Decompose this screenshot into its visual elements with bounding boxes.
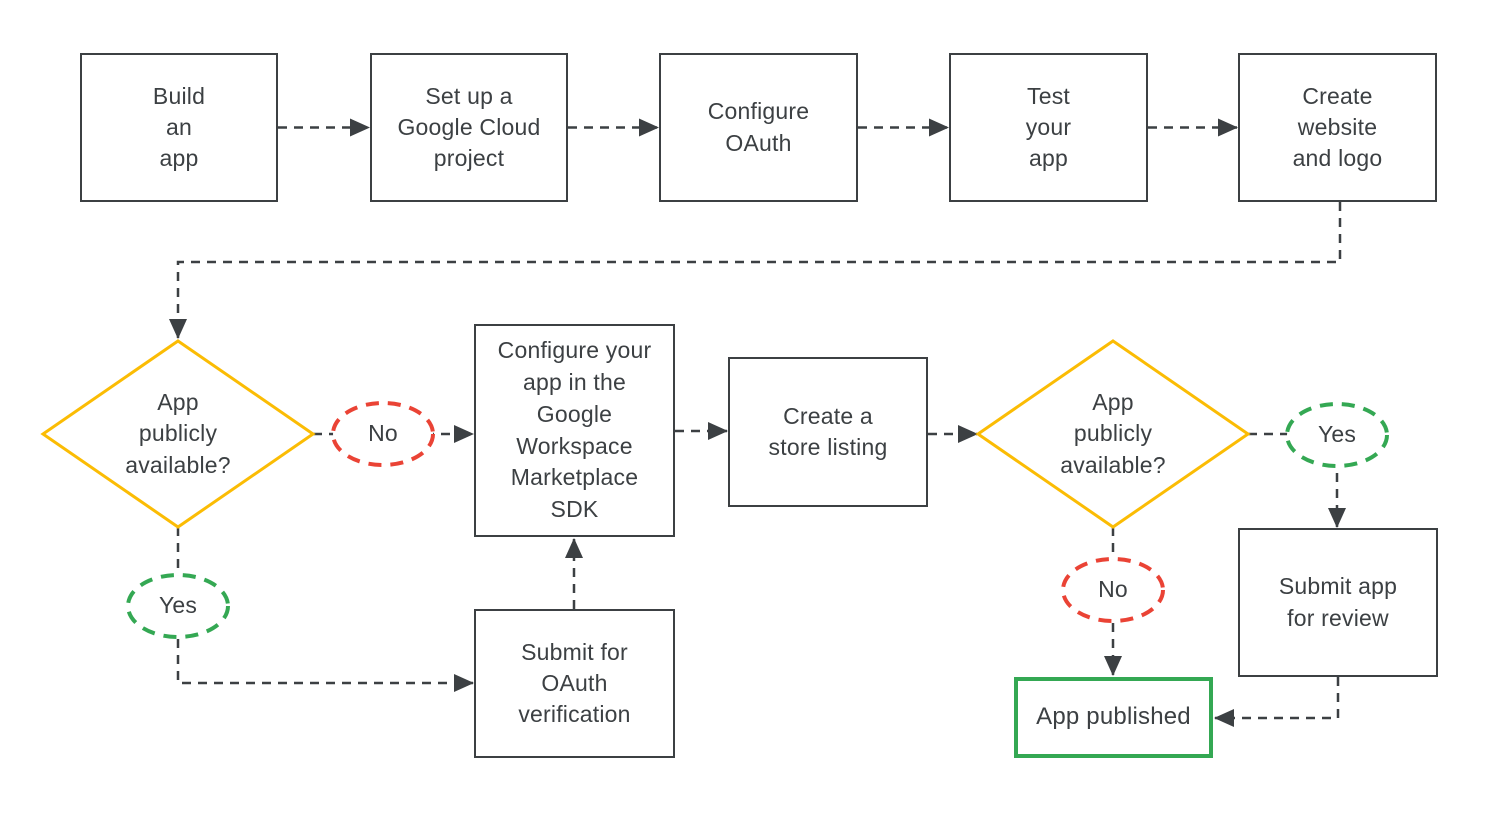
node-create-a-store-listing: Create a store listing (728, 357, 928, 507)
node-configure-app-in-marketplace-sdk: Configure your app in the Google Workspa… (474, 324, 675, 537)
connector-website-to-decision1 (169, 202, 1342, 339)
node-build-an-app: Build an app (80, 53, 278, 202)
node-configure-oauth: Configure OAuth (659, 53, 858, 202)
decision-diamond-app-publicly-available-1 (40, 339, 316, 529)
node-test-your-app: Test your app (949, 53, 1148, 202)
yes-oval-1 (126, 573, 230, 639)
no-oval-2 (1061, 557, 1165, 623)
decision-diamond-app-publicly-available-2 (975, 339, 1251, 529)
yes-oval-2 (1285, 402, 1389, 468)
connector-review-to-published (1214, 677, 1340, 727)
node-set-up-google-cloud-project: Set up a Google Cloud project (370, 53, 568, 202)
node-create-website-and-logo: Create website and logo (1238, 53, 1437, 202)
node-submit-app-for-review: Submit app for review (1238, 528, 1438, 677)
node-app-published: App published (1014, 677, 1213, 758)
no-oval-1 (331, 401, 435, 467)
node-submit-for-oauth-verification: Submit for OAuth verification (474, 609, 675, 758)
